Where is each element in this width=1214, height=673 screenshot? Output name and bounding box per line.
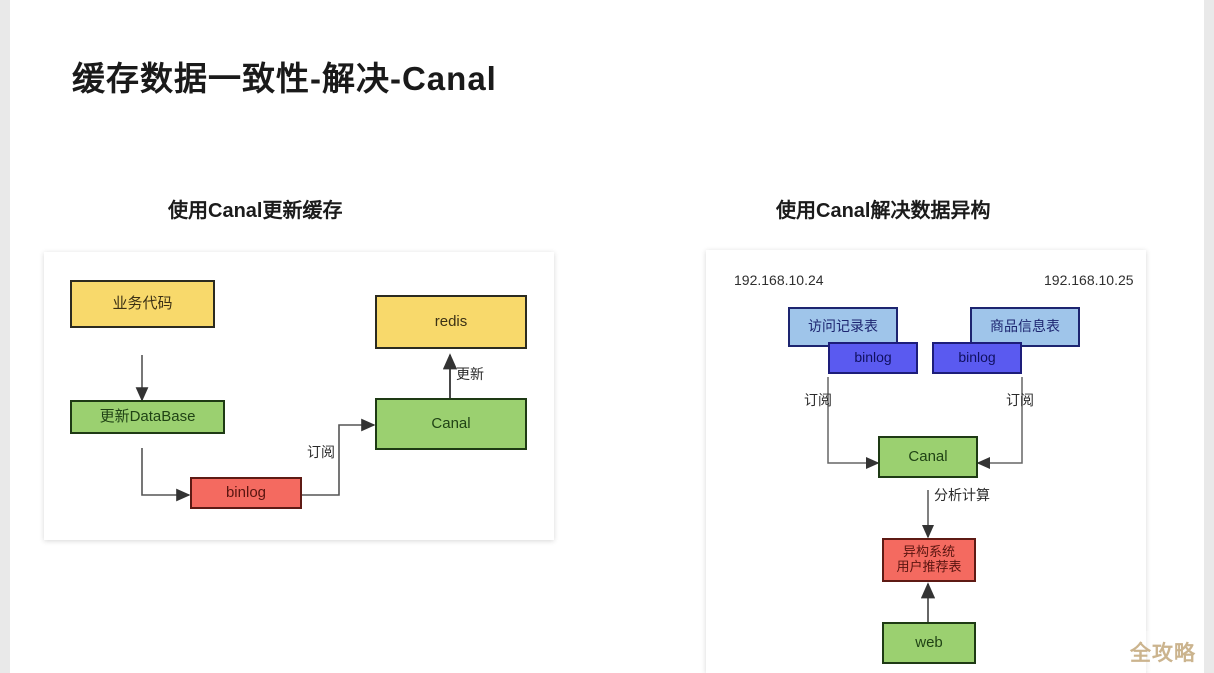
- edge-label-update: 更新: [456, 366, 484, 382]
- node-business-code[interactable]: 业务代码: [70, 280, 215, 328]
- edge-label-analyze-compute: 分析计算: [934, 487, 990, 503]
- right-diagram-connectors: [827, 377, 1023, 622]
- node-binlog-right[interactable]: binlog: [932, 342, 1022, 374]
- node-label: 更新DataBase: [99, 407, 196, 425]
- node-binlog-left[interactable]: binlog: [828, 342, 918, 374]
- node-label: Canal: [908, 447, 948, 465]
- node-label: binlog: [854, 349, 892, 366]
- node-label: redis: [434, 312, 468, 330]
- node-label: binlog: [958, 349, 996, 366]
- watermark-backdrop: [1116, 631, 1200, 671]
- node-canal[interactable]: Canal: [878, 436, 978, 478]
- node-update-database[interactable]: 更新DataBase: [70, 400, 225, 434]
- left-section-heading: 使用Canal更新缓存: [168, 200, 343, 222]
- node-canal[interactable]: Canal: [375, 398, 527, 450]
- node-access-log-table[interactable]: 访问记录表: [788, 307, 898, 347]
- node-hetero-system[interactable]: 异构系统 用户推荐表: [882, 538, 976, 582]
- node-label-line2: 用户推荐表: [896, 559, 962, 574]
- host-ip-left: 192.168.10.24: [734, 272, 824, 288]
- edge-label-subscribe-right: 订阅: [1006, 392, 1034, 408]
- right-diagram-panel: 192.168.10.24 192.168.10.25 访问记录表 商品信息表 …: [706, 250, 1146, 673]
- page-title: 缓存数据一致性-解决-Canal: [72, 60, 497, 97]
- edge-label-subscribe-left: 订阅: [804, 392, 832, 408]
- left-diagram-connectors: [135, 353, 458, 502]
- watermark-logo: 全攻略: [1130, 642, 1196, 665]
- node-binlog[interactable]: binlog: [190, 477, 302, 509]
- host-ip-right: 192.168.10.25: [1044, 272, 1134, 288]
- node-label: binlog: [225, 483, 267, 501]
- node-label: web: [915, 633, 943, 651]
- node-product-info-table[interactable]: 商品信息表: [970, 307, 1080, 347]
- node-label: Canal: [431, 414, 471, 432]
- slide-canvas: 缓存数据一致性-解决-Canal 使用Canal更新缓存 使用Canal解决数据…: [10, 0, 1204, 673]
- node-label: 业务代码: [112, 294, 173, 312]
- node-web[interactable]: web: [882, 622, 976, 664]
- edge-label-subscribe: 订阅: [307, 444, 335, 460]
- node-redis[interactable]: redis: [375, 295, 527, 349]
- left-diagram-panel: 业务代码 更新DataBase binlog Canal redis 订阅 更新: [44, 252, 554, 540]
- node-label-line1: 异构系统: [902, 544, 955, 560]
- node-label: 商品信息表: [990, 318, 1060, 335]
- right-section-heading: 使用Canal解决数据异构: [776, 200, 991, 222]
- node-label: 访问记录表: [808, 318, 878, 335]
